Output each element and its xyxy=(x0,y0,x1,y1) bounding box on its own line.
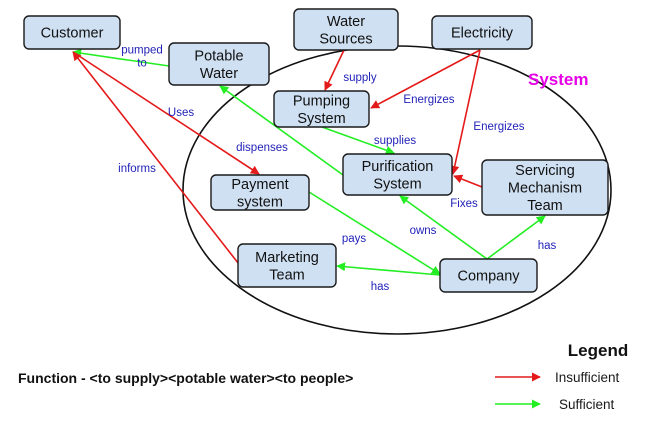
node-pumping-label-line: Pumping xyxy=(293,93,350,109)
node-servicing-label-line: Servicing xyxy=(515,163,575,179)
edge-owns-label-line: owns xyxy=(410,225,437,237)
node-company-label: Company xyxy=(457,269,520,285)
edge-supplies-label-line: supplies xyxy=(374,135,416,147)
edge-dispenses-label: dispenses xyxy=(236,142,288,154)
edge-supply-label-line: supply xyxy=(343,72,376,84)
node-pumping-box xyxy=(273,90,370,128)
function-statement: Function - <to supply><potable water><to… xyxy=(18,370,353,386)
system-label: System xyxy=(528,70,588,89)
node-potable-label-line: Potable xyxy=(194,48,243,64)
node-water-label-line: Water xyxy=(327,14,365,30)
edge-dispenses-arrow xyxy=(219,85,344,176)
edge-has-marketing-label-line: has xyxy=(371,281,390,293)
edge-has-servicing-label-line: has xyxy=(538,240,557,252)
node-potable-box xyxy=(168,42,270,86)
edge-energizes-pumping-label: Energizes xyxy=(403,94,454,106)
node-servicing-box xyxy=(481,159,609,216)
edge-dispenses-label-line: dispenses xyxy=(236,142,288,154)
node-purification-label-line: Purification xyxy=(362,159,434,175)
edge-energizes-pumping-label-line: Energizes xyxy=(403,94,454,106)
node-customer: Customer xyxy=(23,15,121,50)
edge-pumped-to-label-line: pumped xyxy=(121,45,163,57)
edge-supply-label: supply xyxy=(343,72,376,84)
edge-supply-arrow xyxy=(324,49,345,91)
node-electricity: Electricity xyxy=(431,15,533,50)
edge-pays-arrow xyxy=(308,191,441,275)
node-water-label-line: Sources xyxy=(319,31,372,47)
legend-insufficient-label: Insufficient xyxy=(555,370,620,385)
edge-uses-label-line: Uses xyxy=(168,107,194,119)
edge-energizes-purif-label: Energizes xyxy=(473,121,524,133)
node-water-box xyxy=(293,8,399,51)
node-customer-box xyxy=(23,15,121,50)
node-marketing-box xyxy=(237,243,337,288)
node-electricity-label-line: Electricity xyxy=(451,26,514,42)
node-company-box xyxy=(439,258,538,293)
edge-owns-arrow xyxy=(399,195,488,260)
node-customer-label-line: Customer xyxy=(41,26,104,42)
node-pumping-label-line: System xyxy=(297,111,345,127)
node-company-label-line: Company xyxy=(457,269,520,285)
node-marketing-label-line: Marketing xyxy=(255,250,319,266)
edge-has-servicing-arrow xyxy=(486,215,546,260)
edge-informs-label: informs xyxy=(118,163,156,175)
edge-energizes-purif-arrow xyxy=(450,49,481,175)
edge-owns-label: owns xyxy=(410,225,437,237)
edge-energizes-purif-label-line: Energizes xyxy=(473,121,524,133)
edge-uses-label: Uses xyxy=(168,107,194,119)
edge-supplies-arrow xyxy=(321,126,395,155)
node-electricity-box xyxy=(431,15,533,50)
edge-fixes-label-line: Fixes xyxy=(450,198,478,210)
edge-pumped-to-arrow xyxy=(72,48,170,67)
node-payment-box xyxy=(210,174,310,211)
edge-pays-label: pays xyxy=(342,233,367,245)
node-customer-label: Customer xyxy=(41,26,104,42)
legend-title: Legend xyxy=(568,341,628,360)
edge-has-marketing-arrow xyxy=(336,262,441,276)
legend-sufficient-label: Sufficient xyxy=(559,397,615,412)
edge-pays-label-line: pays xyxy=(342,233,367,245)
edge-informs-label-line: informs xyxy=(118,163,156,175)
node-marketing-label-line: Team xyxy=(269,267,304,283)
edge-has-marketing-label: has xyxy=(371,281,390,293)
node-payment-label-line: Payment xyxy=(231,177,288,193)
edge-pumped-to-label-line: to xyxy=(137,58,147,70)
node-payment-label-line: system xyxy=(237,194,283,210)
node-purification-box xyxy=(342,153,453,196)
node-servicing-label-line: Team xyxy=(527,198,562,214)
edge-has-servicing-label: has xyxy=(538,240,557,252)
node-purification-label-line: System xyxy=(373,176,421,192)
edge-fixes-label: Fixes xyxy=(450,198,478,210)
edge-uses-arrow xyxy=(72,51,260,175)
edge-fixes-arrow xyxy=(453,174,483,188)
edge-supplies-label: supplies xyxy=(374,135,416,147)
node-potable-label-line: Water xyxy=(200,66,238,82)
edge-informs-arrow xyxy=(72,51,243,269)
edges-layer xyxy=(72,48,546,276)
edge-energizes-pumping-arrow xyxy=(370,49,481,109)
node-electricity-label: Electricity xyxy=(451,26,514,42)
node-company: Company xyxy=(439,258,538,293)
legend: Legend Insufficient Sufficient xyxy=(495,341,628,412)
node-servicing-label-line: Mechanism xyxy=(508,181,582,197)
